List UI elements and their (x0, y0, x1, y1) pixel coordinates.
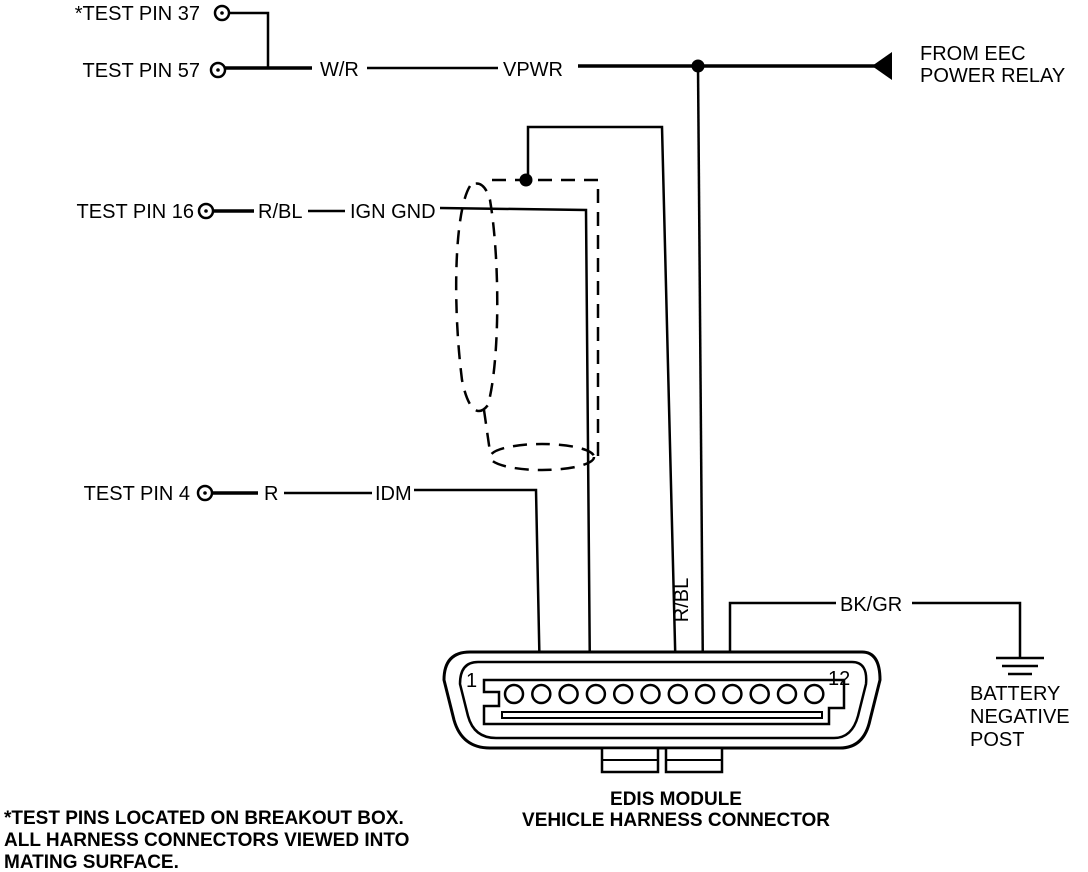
ign-gnd-wire-right (439, 206, 592, 685)
connector-pin-7 (667, 683, 689, 705)
r-wire-label: R (264, 483, 278, 505)
connector-pin-first-label: 1 (466, 670, 477, 692)
test-pin-37-label: *TEST PIN 37 (75, 3, 200, 25)
connector-pin-12 (804, 683, 825, 705)
connector-pin-8 (694, 683, 716, 705)
connector-pin-row (503, 683, 825, 705)
test-pin-37-group: *TEST PIN 37 (75, 3, 231, 25)
footnote-line1: *TEST PINS LOCATED ON BREAKOUT BOX. (4, 808, 404, 829)
connector-pin-2 (531, 683, 552, 705)
connector-pin-11 (776, 683, 798, 705)
vpwr-label: VPWR (503, 59, 563, 81)
test-pin-16-group: TEST PIN 16 (77, 201, 215, 223)
edis-connector: 1 12 (442, 650, 882, 774)
footnote-line2: ALL HARNESS CONNECTORS VIEWED INTO (4, 830, 409, 851)
connector-pin-10 (749, 683, 770, 705)
connector-pin-last-label: 12 (828, 668, 850, 690)
pin37-wire (229, 11, 270, 68)
shield-outline-loop (454, 182, 499, 413)
shield-outline-side (482, 409, 492, 453)
vpwr-drop-wire (696, 65, 705, 685)
connector-pin-3 (558, 683, 579, 705)
connector-pin-9 (722, 683, 743, 705)
rbl-wire-label: R/BL (258, 201, 302, 223)
ign-gnd-label: IGN GND (350, 201, 436, 223)
connector-title-line1: EDIS MODULE (610, 789, 742, 810)
test-pin-4-label: TEST PIN 4 (84, 483, 190, 505)
ground-label-line2: NEGATIVE (970, 706, 1070, 728)
power-source-line2: POWER RELAY (920, 65, 1065, 87)
connector-slot (501, 711, 823, 719)
ground-label-line3: POST (970, 729, 1024, 751)
idm-label: IDM (375, 483, 412, 505)
footnote-line3: MATING SURFACE. (4, 852, 179, 872)
bkgr-wire-right (912, 601, 1022, 657)
rbl-vertical-label: R/BL (671, 578, 693, 622)
idm-wire-right (414, 488, 542, 685)
ground-label-line1: BATTERY (970, 683, 1060, 705)
test-pin-16-label: TEST PIN 16 (77, 201, 194, 223)
test-pin-57-label: TEST PIN 57 (83, 60, 200, 82)
shield-outline-bottom (488, 442, 596, 472)
power-relay-arrow-icon (872, 52, 892, 80)
ground-icon (996, 656, 1044, 676)
rbl-shield-wire (526, 125, 678, 685)
connector-pin-4 (585, 683, 607, 705)
power-source-line1: FROM EEC (920, 43, 1026, 65)
test-pin-57-group: TEST PIN 57 (83, 60, 227, 82)
test-pin-4-group: TEST PIN 4 (84, 483, 214, 505)
connector-pin-1 (503, 683, 525, 705)
connector-pin-5 (612, 683, 634, 705)
wr-wire-label: W/R (320, 59, 359, 81)
connector-pin-6 (640, 683, 661, 705)
bkgr-label: BK/GR (840, 594, 902, 616)
connector-title-line2: VEHICLE HARNESS CONNECTOR (522, 810, 830, 831)
shield-outline-top (492, 178, 600, 456)
